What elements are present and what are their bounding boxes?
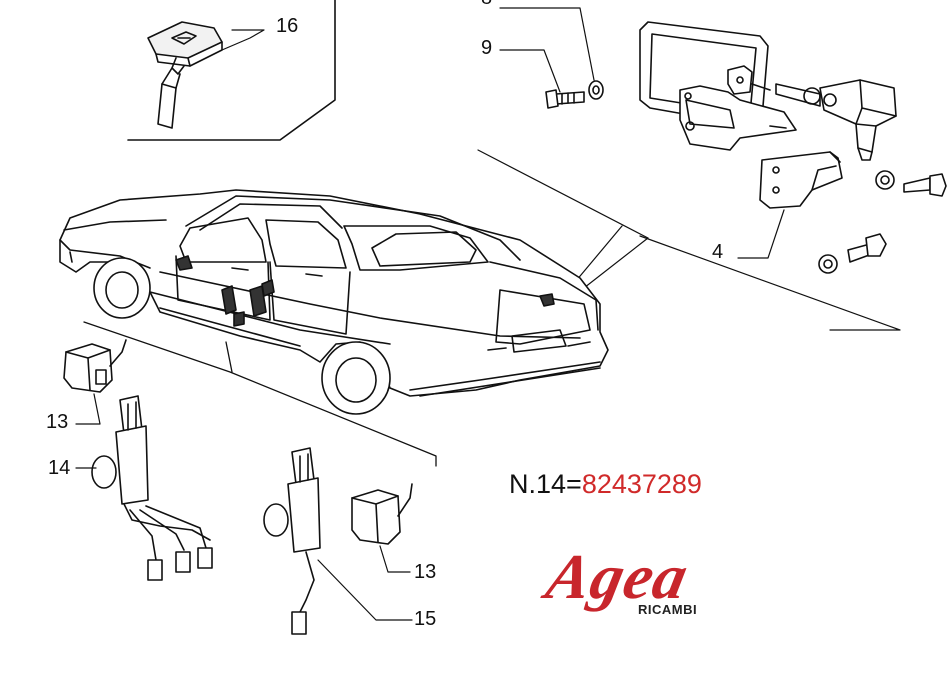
- brand-subtitle: RICAMBI: [638, 602, 698, 617]
- callout-15: 15: [414, 608, 437, 630]
- part-number-prefix: N.14=: [509, 469, 582, 499]
- switch-part-13-right: [351, 483, 413, 545]
- leader-lines-top: [221, 7, 901, 331]
- callout-4: 4: [712, 241, 724, 263]
- callout-14: 14: [48, 457, 71, 479]
- part-number-value: 82437289: [581, 469, 702, 499]
- leader-lines-bottom: [75, 393, 413, 621]
- actuator-part-15: [263, 447, 321, 635]
- part-number-note: N.14=82437289: [509, 469, 702, 500]
- callout-13-left: 13: [46, 411, 69, 433]
- car-illustration: [59, 189, 609, 415]
- callout-9: 9: [481, 37, 493, 59]
- key-inset-frame: [127, 0, 336, 141]
- agea-ricambi-logo: Agea RICAMBI: [540, 540, 710, 630]
- divider-lines: [83, 321, 437, 467]
- callout-8: 8: [481, 0, 492, 8]
- callout-13-right: 13: [414, 561, 437, 583]
- lock-bracket-assembly: [545, 21, 947, 274]
- actuator-part-14: [91, 395, 213, 581]
- key-part: [147, 21, 223, 129]
- callout-16: 16: [276, 15, 299, 37]
- switch-part-13-left: [63, 339, 127, 393]
